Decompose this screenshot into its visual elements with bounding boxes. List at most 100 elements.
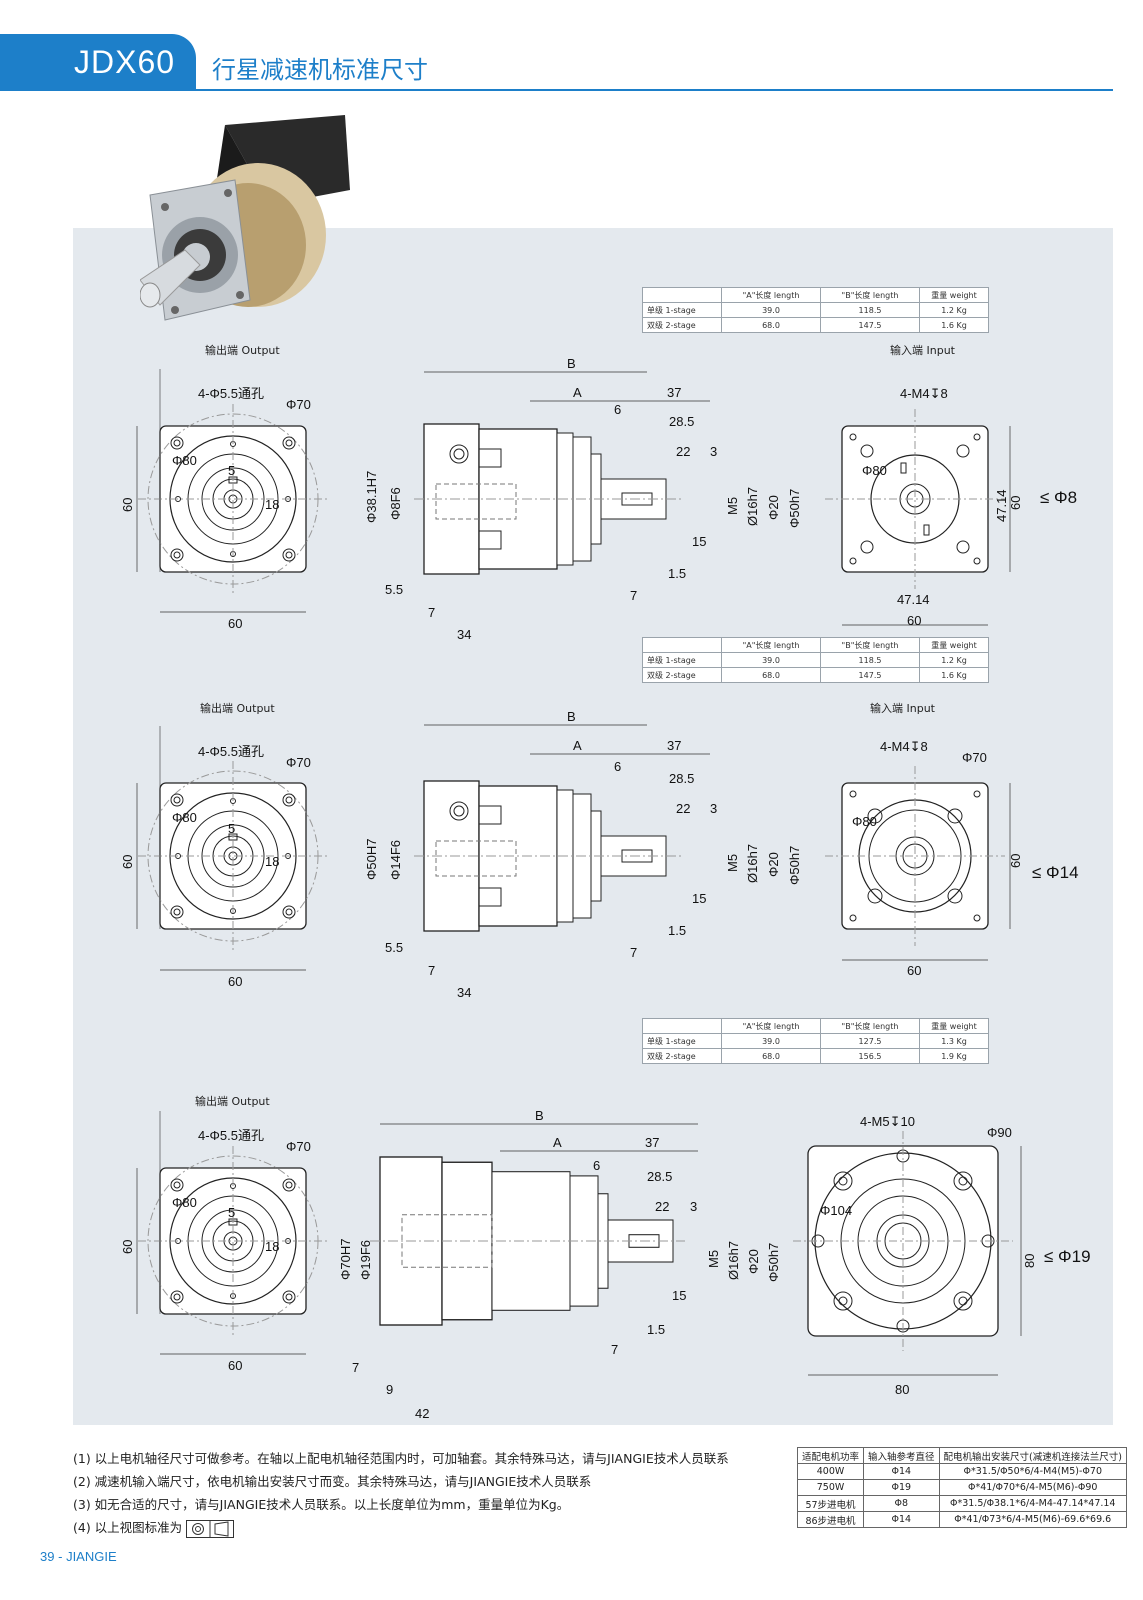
dim-inh-3: 80 xyxy=(1022,1254,1037,1268)
dim-55-1: 5.5 xyxy=(385,582,403,597)
motor-header-shaft: 输入轴参考直径 xyxy=(863,1447,940,1464)
dim-bore1-1: Φ38.1H7 xyxy=(364,471,379,523)
dim-h60-3: 60 xyxy=(120,1240,135,1254)
dim-inpcd-1: Φ80 xyxy=(862,463,887,478)
footer-separator: - xyxy=(58,1549,63,1564)
note-1: (1) 以上电机轴径尺寸可做参考。在轴以上配电机轴径范围内时，可加轴套。其余特殊… xyxy=(73,1451,729,1466)
dim-3-3: 3 xyxy=(690,1199,697,1214)
dim-h60-2: 60 xyxy=(120,855,135,869)
dim-w60-2: 60 xyxy=(228,974,242,989)
dim-s20-3: Φ20 xyxy=(746,1249,761,1274)
input-flange-view-1 xyxy=(825,409,1005,589)
input-label-2: 输入端 Input xyxy=(870,702,935,715)
dim-15-2: 15 xyxy=(692,891,706,906)
dim-37-3: 37 xyxy=(645,1135,659,1150)
dim-d5-3: 5 xyxy=(228,1205,235,1220)
output-label-3: 输出端 Output xyxy=(195,1095,270,1108)
dim-shaft-3: ≤ Φ19 xyxy=(1044,1247,1091,1266)
dim-screw-2: 4-M4↧8 xyxy=(880,739,928,754)
dim-m5-1: M5 xyxy=(725,497,740,515)
dim-bore2-2: Φ14F6 xyxy=(388,840,403,880)
dim-shaft-2: ≤ Φ14 xyxy=(1032,863,1079,882)
dim-s50-1: Φ50h7 xyxy=(787,489,802,528)
dim-6-3: 6 xyxy=(593,1158,600,1173)
dim-inw-3: 80 xyxy=(895,1382,909,1397)
dim-shaft-1: ≤ Φ8 xyxy=(1040,488,1077,507)
dim-6-1: 6 xyxy=(614,402,621,417)
spec-table-1: "A"长度 length "B"长度 length 重量 weight 单级 1… xyxy=(642,287,989,333)
dim-7b-2: 7 xyxy=(630,945,637,960)
dim-inpcd-2: Φ70 xyxy=(962,750,987,765)
motor-table: 适配电机功率 输入轴参考直径 配电机输出安装尺寸(减速机连接法兰尺寸) 400W… xyxy=(796,1447,1127,1528)
dim-6-2: 6 xyxy=(614,759,621,774)
dim-B-2: B xyxy=(567,709,576,724)
footer: 39 - JIANGIE xyxy=(40,1549,117,1564)
dim-bore2-1: Φ8F6 xyxy=(388,487,403,520)
note-3: (3) 如无合适的尺寸，请与JIANGIE技术人员联系。以上长度单位为mm，重量… xyxy=(73,1497,570,1512)
dim-37-2: 37 xyxy=(667,738,681,753)
dim-sq2-1: 47.14 xyxy=(994,489,1009,522)
dim-pcd-1: Φ70 xyxy=(286,397,311,412)
side-view-2 xyxy=(413,780,685,932)
side-view-1 xyxy=(413,423,685,575)
input-flange-view-2 xyxy=(825,766,1005,946)
dim-inh-2: 60 xyxy=(1008,854,1023,868)
dim-m5-3: M5 xyxy=(706,1250,721,1268)
dim-3-2: 3 xyxy=(710,801,717,816)
dim-7a-2: 7 xyxy=(428,963,435,978)
dim-d18-3: 18 xyxy=(265,1239,279,1254)
dim-15b-1: 1.5 xyxy=(668,566,686,581)
dim-37-1: 37 xyxy=(667,385,681,400)
dim-s20-2: Φ20 xyxy=(766,852,781,877)
output-label-2: 输出端 Output xyxy=(200,702,275,715)
dim-s20-1: Φ20 xyxy=(766,495,781,520)
dim-d5-2: 5 xyxy=(228,821,235,836)
dim-sq1-1: 47.14 xyxy=(897,592,930,607)
dim-22-3: 22 xyxy=(655,1199,669,1214)
motor-header-power: 适配电机功率 xyxy=(796,1447,865,1464)
dim-B-3: B xyxy=(535,1108,544,1123)
dim-42-3: 42 xyxy=(415,1406,429,1421)
dim-7a-1: 7 xyxy=(428,605,435,620)
dim-7a-3: 7 xyxy=(352,1360,359,1375)
motor-header-mount: 配电机输出安装尺寸(减速机连接法兰尺寸) xyxy=(938,1447,1127,1464)
dim-holes-3: 4-Φ5.5通孔 xyxy=(198,1128,264,1143)
dim-inw-1: 60 xyxy=(907,613,921,628)
dim-s16-2: Ø16h7 xyxy=(745,844,760,883)
dim-15b-3: 1.5 xyxy=(647,1322,665,1337)
model-name: JDX60 xyxy=(74,44,176,80)
dim-h60-1: 60 xyxy=(120,498,135,512)
dim-7b-3: 7 xyxy=(611,1342,618,1357)
dim-inw-2: 60 xyxy=(907,963,921,978)
dim-d18-1: 18 xyxy=(265,497,279,512)
dim-pcd-2: Φ70 xyxy=(286,755,311,770)
dim-d80-3: Φ80 xyxy=(172,1195,197,1210)
input-flange-view-3 xyxy=(793,1131,1013,1351)
dim-d80-2: Φ80 xyxy=(172,810,197,825)
gearbox-photo xyxy=(140,115,350,321)
dim-55-2: 5.5 xyxy=(385,940,403,955)
page-title: 行星减速机标准尺寸 xyxy=(212,56,428,84)
input-label-1: 输入端 Input xyxy=(890,344,955,357)
dim-d18-2: 18 xyxy=(265,854,279,869)
dim-bore1-2: Φ50H7 xyxy=(364,839,379,880)
dim-m5-2: M5 xyxy=(725,854,740,872)
footer-brand: JIANGIE xyxy=(66,1549,117,1564)
dim-A-1: A xyxy=(573,385,582,400)
notes: (1) 以上电机轴径尺寸可做参考。在轴以上配电机轴径范围内时，可加轴套。其余特殊… xyxy=(73,1447,729,1539)
dim-285-2: 28.5 xyxy=(669,771,694,786)
dim-inh-1: 60 xyxy=(1008,496,1023,510)
output-label-1: 输出端 Output xyxy=(205,344,280,357)
dim-A-3: A xyxy=(553,1135,562,1150)
dim-s50-3: Φ50h7 xyxy=(766,1243,781,1282)
dim-285-1: 28.5 xyxy=(669,414,694,429)
dim-B-1: B xyxy=(567,356,576,371)
